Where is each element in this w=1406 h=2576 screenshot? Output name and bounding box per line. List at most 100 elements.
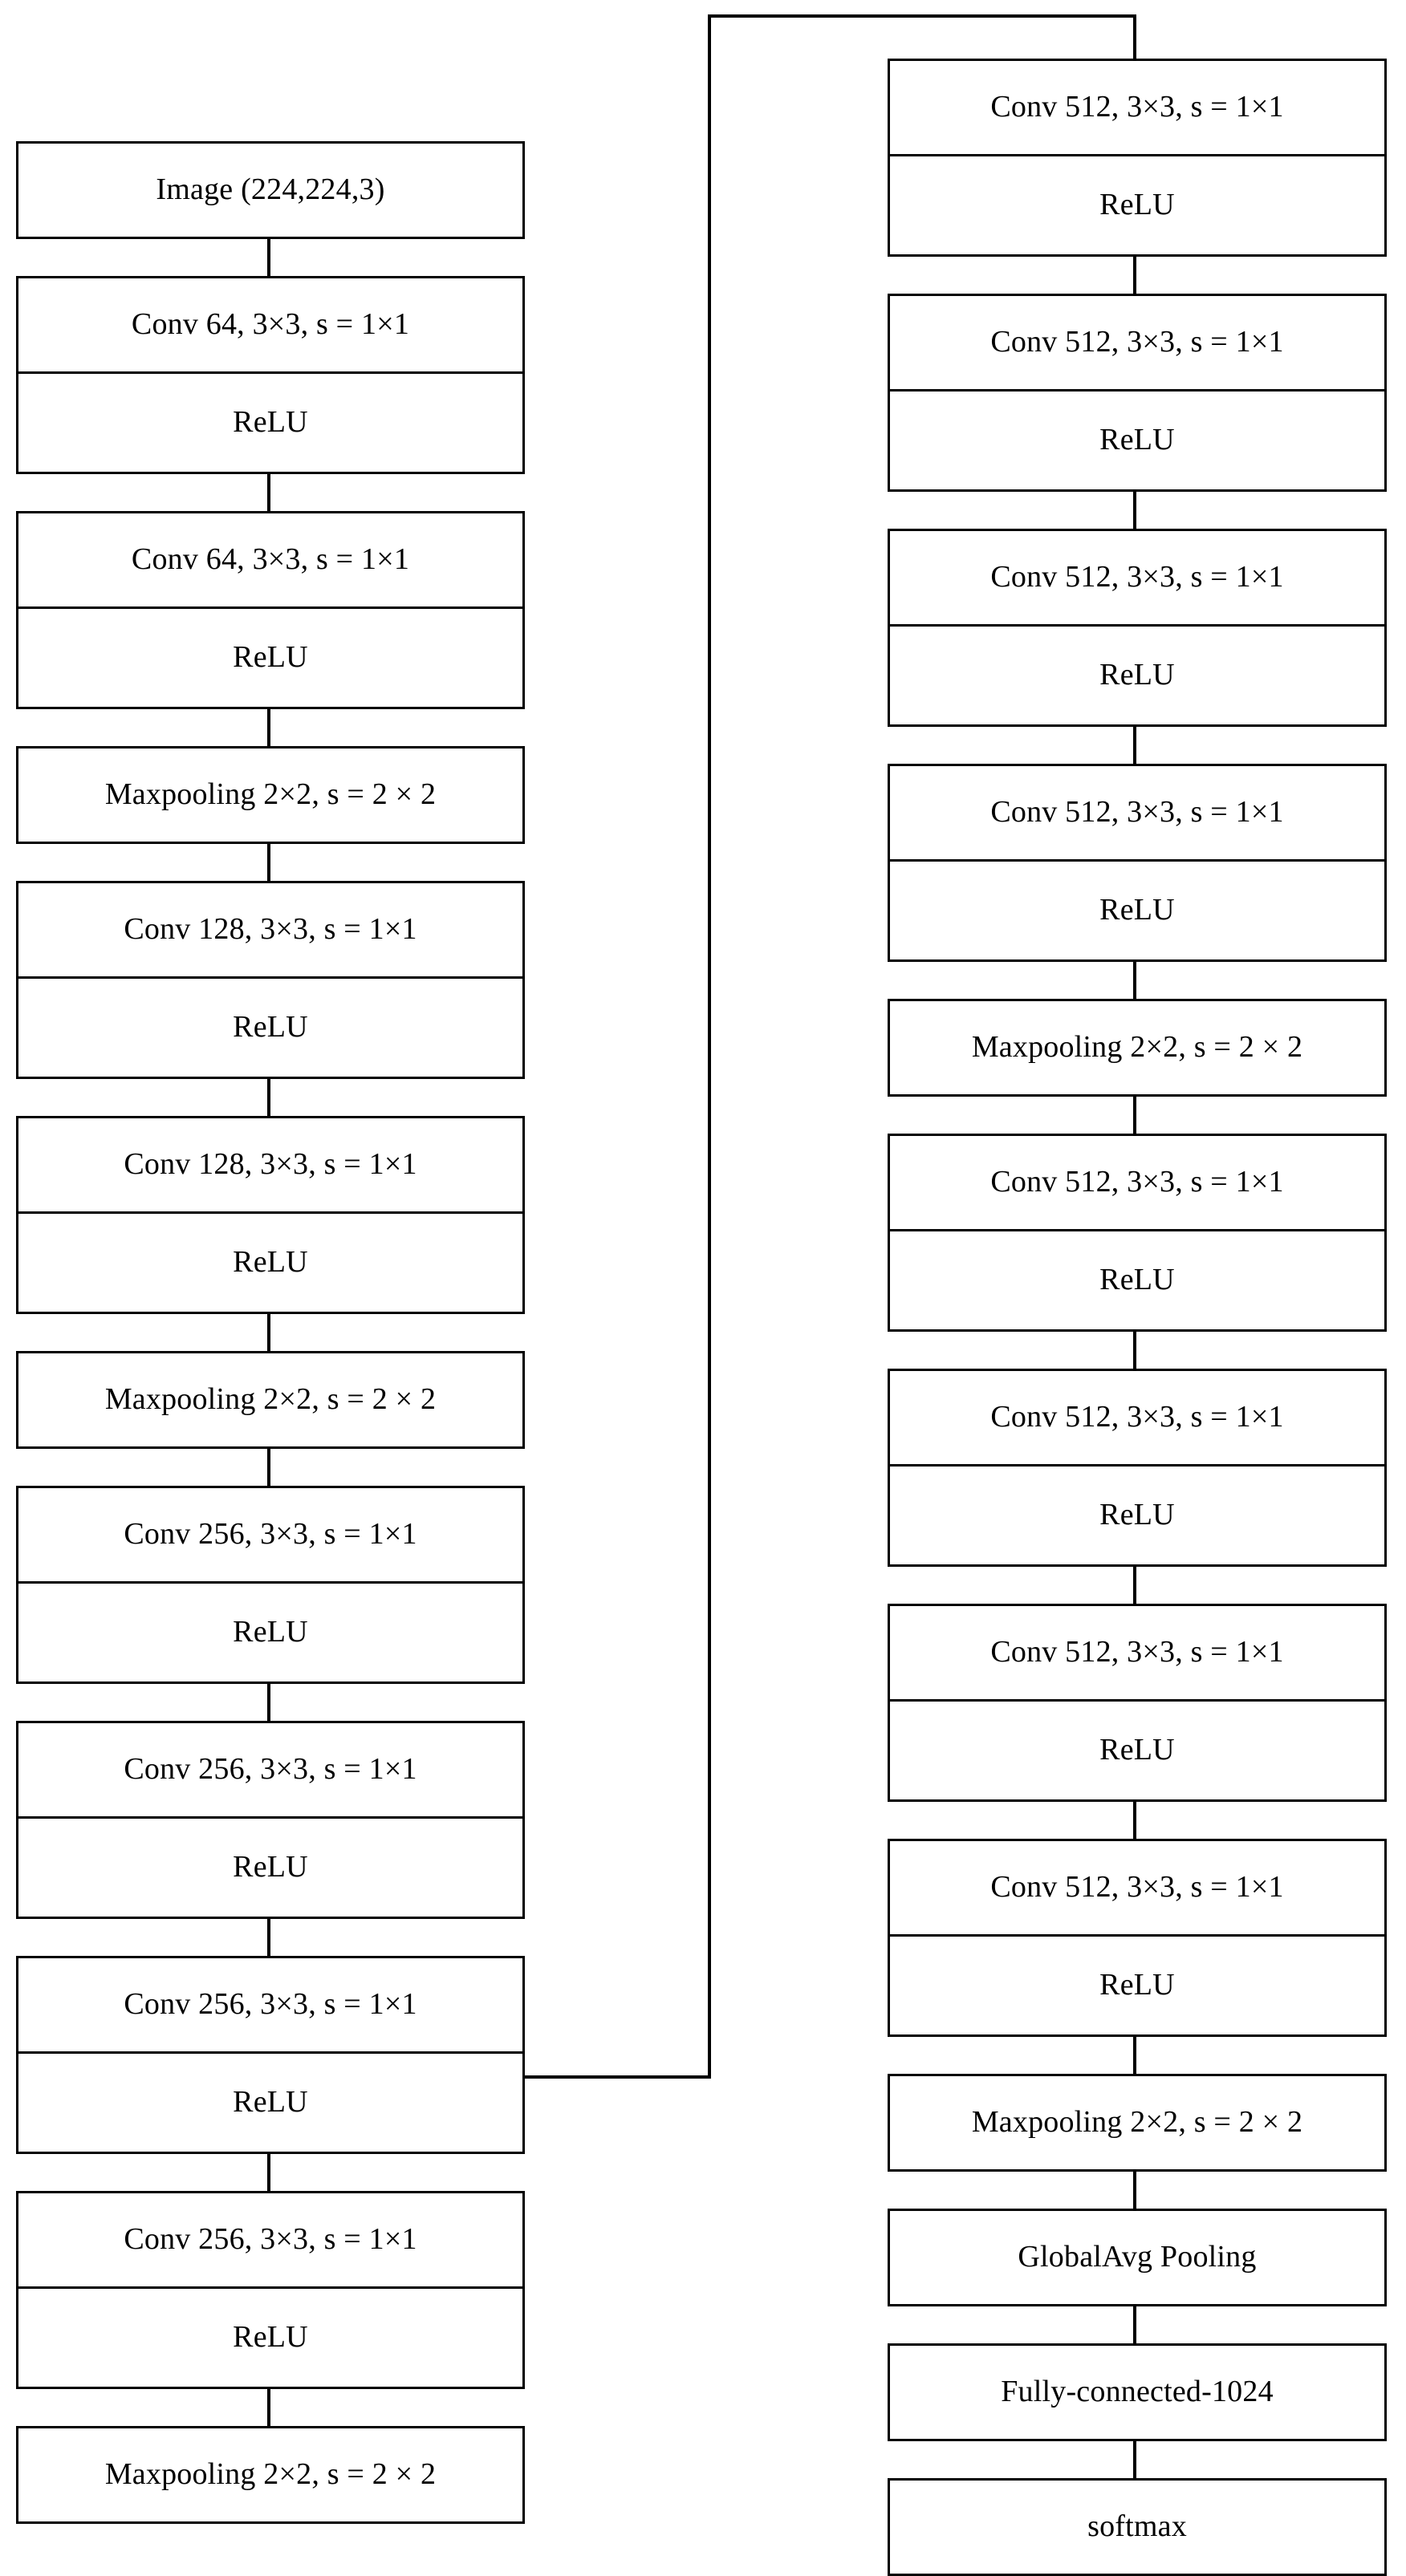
node-relu-2-label: ReLU	[233, 640, 308, 675]
node-conv512-3: Conv 512, 3×3, s = 1×1	[888, 529, 1387, 627]
node-relu-9-label: ReLU	[1099, 188, 1175, 222]
connector-line	[267, 2389, 270, 2426]
connector-line	[1133, 492, 1136, 529]
node-relu-3-label: ReLU	[233, 1010, 308, 1045]
connector-line	[267, 474, 270, 511]
node-relu-7-label: ReLU	[233, 2085, 308, 2120]
connector-line	[1133, 727, 1136, 764]
node-conv256-2-label: Conv 256, 3×3, s = 1×1	[124, 1752, 417, 1787]
node-softmax: softmax	[888, 2478, 1387, 2576]
node-fc: Fully-connected-1024	[888, 2343, 1387, 2441]
node-maxpool-2: Maxpooling 2×2, s = 2 × 2	[16, 1351, 525, 1449]
connector-line	[1133, 257, 1136, 294]
node-conv512-5: Conv 512, 3×3, s = 1×1	[888, 1134, 1387, 1231]
connector-line	[1133, 2441, 1136, 2478]
connector-line	[267, 1314, 270, 1351]
node-maxpool-3-label: Maxpooling 2×2, s = 2 × 2	[104, 2457, 437, 2492]
node-conv512-7-label: Conv 512, 3×3, s = 1×1	[990, 1635, 1284, 1669]
node-maxpool-2-label: Maxpooling 2×2, s = 2 × 2	[104, 1382, 437, 1417]
connector-line	[1133, 1332, 1136, 1369]
node-fc-label: Fully-connected-1024	[1001, 2375, 1274, 2409]
node-relu-14-label: ReLU	[1099, 1498, 1175, 1532]
node-conv512-5-label: Conv 512, 3×3, s = 1×1	[990, 1165, 1284, 1199]
node-conv128-2-label: Conv 128, 3×3, s = 1×1	[124, 1147, 417, 1182]
node-relu-11-label: ReLU	[1099, 658, 1175, 692]
node-relu-1-label: ReLU	[233, 405, 308, 440]
node-relu-15-label: ReLU	[1099, 1733, 1175, 1767]
connector-line	[1133, 1097, 1136, 1134]
wrap-path-riser	[708, 14, 711, 2079]
connector-line	[267, 1079, 270, 1116]
node-conv256-3-label: Conv 256, 3×3, s = 1×1	[124, 1987, 417, 2022]
node-relu-6: ReLU	[16, 1819, 525, 1919]
node-relu-7: ReLU	[16, 2054, 525, 2154]
node-relu-13: ReLU	[888, 1231, 1387, 1332]
node-maxpool-3: Maxpooling 2×2, s = 2 × 2	[16, 2426, 525, 2524]
node-relu-3: ReLU	[16, 979, 525, 1079]
node-relu-1: ReLU	[16, 374, 525, 474]
node-conv64-1-label: Conv 64, 3×3, s = 1×1	[131, 307, 410, 342]
connector-line	[1133, 1802, 1136, 1839]
node-maxpool-4-label: Maxpooling 2×2, s = 2 × 2	[971, 1030, 1303, 1065]
node-conv512-6-label: Conv 512, 3×3, s = 1×1	[990, 1400, 1284, 1434]
node-conv256-1: Conv 256, 3×3, s = 1×1	[16, 1486, 525, 1584]
node-relu-6-label: ReLU	[233, 1850, 308, 1884]
node-conv512-4: Conv 512, 3×3, s = 1×1	[888, 764, 1387, 862]
node-gap: GlobalAvg Pooling	[888, 2209, 1387, 2306]
node-image-label: Image (224,224,3)	[156, 172, 385, 207]
node-conv128-1-label: Conv 128, 3×3, s = 1×1	[124, 912, 417, 947]
node-relu-13-label: ReLU	[1099, 1263, 1175, 1297]
connector-line	[1133, 1567, 1136, 1604]
node-relu-11: ReLU	[888, 627, 1387, 727]
connector-line	[267, 844, 270, 881]
node-conv256-1-label: Conv 256, 3×3, s = 1×1	[124, 1517, 417, 1552]
node-gap-label: GlobalAvg Pooling	[1018, 2240, 1257, 2274]
connector-line	[1133, 962, 1136, 999]
wrap-path-right-drop	[1133, 14, 1136, 61]
node-relu-16: ReLU	[888, 1937, 1387, 2037]
node-conv512-2: Conv 512, 3×3, s = 1×1	[888, 294, 1387, 391]
node-relu-5-label: ReLU	[233, 1615, 308, 1649]
node-relu-9: ReLU	[888, 156, 1387, 257]
node-relu-14: ReLU	[888, 1466, 1387, 1567]
node-conv512-1: Conv 512, 3×3, s = 1×1	[888, 59, 1387, 156]
node-conv64-1: Conv 64, 3×3, s = 1×1	[16, 276, 525, 374]
connector-line	[267, 1449, 270, 1486]
node-relu-2: ReLU	[16, 609, 525, 709]
node-relu-8-label: ReLU	[233, 2320, 308, 2355]
node-relu-12-label: ReLU	[1099, 893, 1175, 927]
connector-line	[1133, 2306, 1136, 2343]
node-conv512-3-label: Conv 512, 3×3, s = 1×1	[990, 560, 1284, 594]
node-relu-10: ReLU	[888, 391, 1387, 492]
connector-line	[1133, 2172, 1136, 2209]
node-relu-5: ReLU	[16, 1584, 525, 1684]
node-maxpool-1-label: Maxpooling 2×2, s = 2 × 2	[104, 777, 437, 812]
node-relu-4: ReLU	[16, 1214, 525, 1314]
node-conv512-7: Conv 512, 3×3, s = 1×1	[888, 1604, 1387, 1702]
node-conv128-1: Conv 128, 3×3, s = 1×1	[16, 881, 525, 979]
node-maxpool-5: Maxpooling 2×2, s = 2 × 2	[888, 2074, 1387, 2172]
connector-line	[1133, 2037, 1136, 2074]
node-conv64-2: Conv 64, 3×3, s = 1×1	[16, 511, 525, 609]
node-relu-8: ReLU	[16, 2289, 525, 2389]
node-conv256-4-label: Conv 256, 3×3, s = 1×1	[124, 2222, 417, 2257]
node-relu-12: ReLU	[888, 862, 1387, 962]
connector-line	[267, 1919, 270, 1956]
connector-line	[267, 709, 270, 746]
node-softmax-label: softmax	[1087, 2509, 1187, 2544]
node-conv256-2: Conv 256, 3×3, s = 1×1	[16, 1721, 525, 1819]
node-relu-10-label: ReLU	[1099, 423, 1175, 457]
node-conv256-3: Conv 256, 3×3, s = 1×1	[16, 1956, 525, 2054]
node-conv512-4-label: Conv 512, 3×3, s = 1×1	[990, 795, 1284, 830]
node-relu-16-label: ReLU	[1099, 1968, 1175, 2002]
node-conv64-2-label: Conv 64, 3×3, s = 1×1	[131, 542, 410, 577]
node-maxpool-1: Maxpooling 2×2, s = 2 × 2	[16, 746, 525, 844]
connector-line	[267, 2154, 270, 2191]
connector-line	[267, 239, 270, 276]
node-image: Image (224,224,3)	[16, 141, 525, 239]
node-conv512-8: Conv 512, 3×3, s = 1×1	[888, 1839, 1387, 1937]
node-conv256-4: Conv 256, 3×3, s = 1×1	[16, 2191, 525, 2289]
node-relu-4-label: ReLU	[233, 1245, 308, 1280]
node-conv512-6: Conv 512, 3×3, s = 1×1	[888, 1369, 1387, 1466]
